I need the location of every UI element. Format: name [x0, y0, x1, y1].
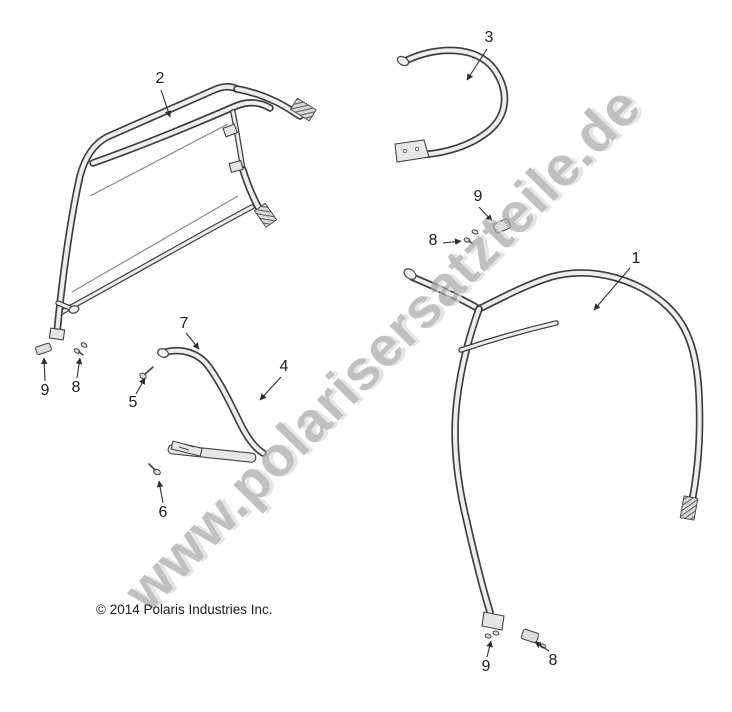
leader-line-5 [135, 377, 146, 395]
clamp-block [520, 628, 540, 644]
foot-bracket [481, 611, 505, 631]
connector-plate [222, 123, 239, 138]
hatched-tube-end [679, 495, 699, 521]
leader-lines [40, 48, 631, 658]
bracket-hole [414, 146, 420, 152]
side-bar [157, 346, 267, 463]
flange-slot [183, 443, 195, 448]
leader-line-1 [593, 267, 631, 311]
leader-line-9-bottom [486, 640, 493, 658]
mounting-hardware-left [35, 342, 88, 356]
mounting-hardware-bottom [484, 628, 546, 649]
mount-bracket [394, 139, 430, 163]
screw [80, 342, 88, 348]
screw [492, 630, 500, 636]
leader-line-9-top [478, 206, 493, 222]
leader-line-3 [466, 48, 488, 81]
open-tube-end [403, 268, 417, 280]
leader-line-8-top [442, 238, 462, 245]
clamp-block [492, 218, 512, 234]
front-cab-frame [48, 83, 317, 341]
leader-line-9-left [40, 357, 48, 382]
open-tube-end [396, 55, 410, 67]
callout-9-bottom: 9 [481, 658, 491, 675]
leader-line-7 [185, 332, 200, 350]
hatched-tube-end [289, 97, 317, 122]
bracket-hole [402, 148, 408, 154]
callout-7: 7 [179, 315, 189, 332]
open-tube-end [68, 305, 80, 314]
callout-8-left: 8 [71, 379, 81, 396]
callout-8-bottom: 8 [548, 652, 558, 669]
clamp-block [35, 342, 52, 355]
hatched-tube-end [253, 202, 278, 228]
copyright: © 2014 Polaris Industries Inc. [96, 602, 273, 617]
connector-plate [228, 159, 244, 174]
leader-line-6 [156, 480, 164, 504]
callout-2: 2 [155, 70, 165, 87]
callout-3: 3 [484, 29, 494, 46]
foot-bracket [48, 327, 66, 341]
screw [484, 633, 492, 639]
leader-line-8-bottom [534, 641, 550, 652]
bolt-6 [148, 463, 161, 476]
callout-5: 5 [128, 394, 138, 411]
callout-9-top: 9 [473, 188, 483, 205]
callout-4: 4 [279, 358, 289, 375]
callout-8-top: 8 [428, 232, 438, 249]
leader-line-2 [160, 89, 172, 118]
upper-support-bar [394, 46, 509, 163]
leader-line-8-left [75, 357, 83, 379]
flange-slot [178, 446, 190, 451]
callout-1: 1 [631, 250, 641, 267]
bolt-5 [139, 366, 154, 380]
callout-9-left: 9 [40, 382, 50, 399]
rear-cab-frame [403, 268, 704, 631]
mounting-hardware-top-right [463, 218, 512, 245]
screw [471, 229, 479, 235]
callout-6: 6 [158, 504, 168, 521]
open-tube-end [157, 348, 169, 358]
leader-line-4 [259, 376, 282, 401]
